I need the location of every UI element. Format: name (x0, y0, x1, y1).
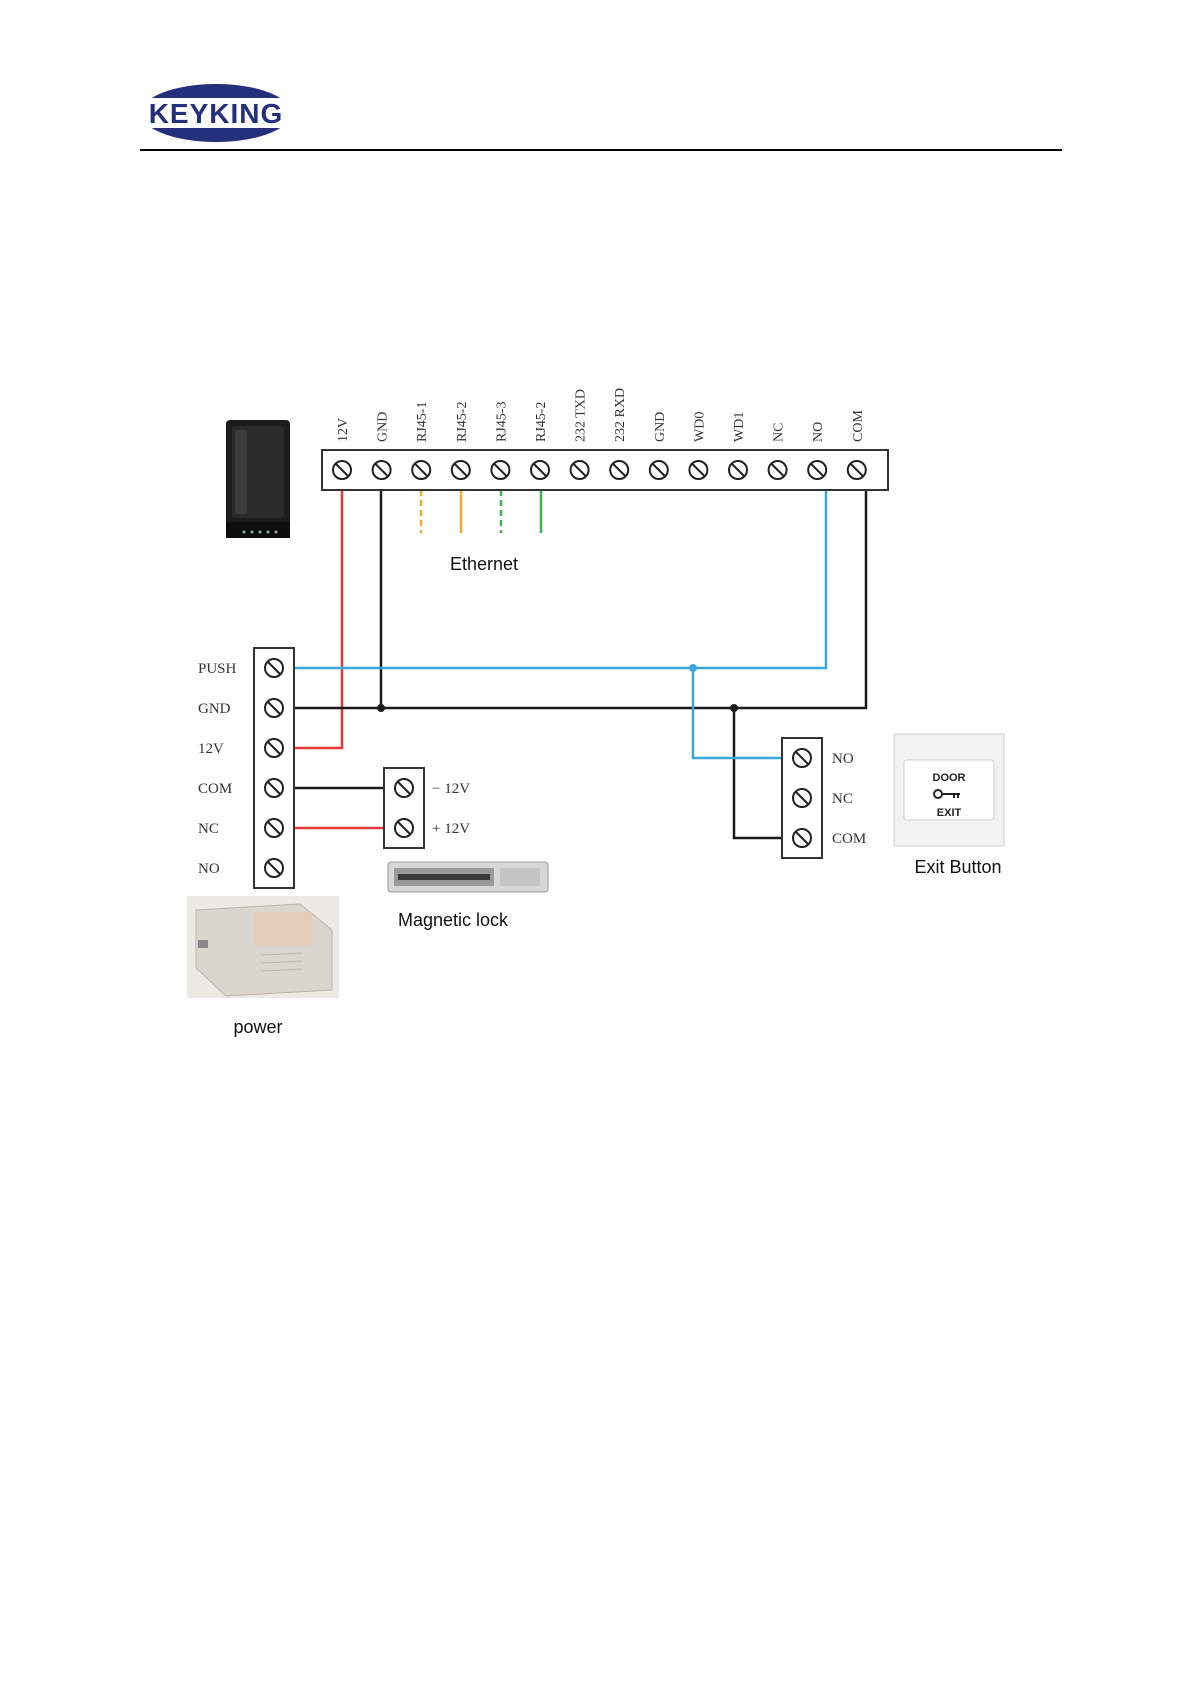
terminal-screw-icon (412, 461, 430, 479)
exit-terminal-block: NO NC COM (782, 738, 866, 858)
wire-exit-com (734, 708, 782, 838)
terminal-screw-icon (265, 859, 283, 877)
terminal-screw-icon (689, 461, 707, 479)
terminal-screw-icon (373, 461, 391, 479)
wire-push-blue (294, 490, 826, 668)
terminal-screw-icon (729, 461, 747, 479)
magnetic-lock-image (388, 862, 548, 892)
terminal-label: COM (832, 831, 866, 847)
exit-face-exit: EXIT (937, 807, 962, 819)
keyking-logo: KEYKING (140, 84, 292, 142)
lock-terminal-block: − 12V + 12V (384, 768, 470, 848)
terminal-label: NO (832, 751, 854, 767)
wire-gnd-bus (381, 490, 866, 708)
terminal-screw-icon (265, 779, 283, 797)
terminal-label: NC (832, 791, 853, 807)
exit-button-label: Exit Button (914, 857, 1001, 877)
terminal-screw-icon (793, 829, 811, 847)
terminal-label: NC (198, 821, 219, 837)
terminal-label: PUSH (198, 661, 237, 677)
terminal-screw-icon (571, 461, 589, 479)
power-terminal-block: PUSH GND 12V COM NC NO (198, 648, 294, 888)
terminal-screw-icon (531, 461, 549, 479)
junction-dot (377, 704, 385, 712)
terminal-screw-icon (610, 461, 628, 479)
terminal-screw-icon (265, 699, 283, 717)
terminal-screw-icon (452, 461, 470, 479)
junction-dot (689, 664, 697, 672)
terminal-label: COM (851, 410, 866, 442)
ethernet-label: Ethernet (450, 554, 518, 574)
wires (294, 490, 866, 838)
terminal-screw-icon (395, 779, 413, 797)
wire-12v-red (294, 490, 342, 748)
header: KEYKING (140, 84, 1062, 150)
terminal-label: GND (376, 412, 391, 442)
exit-face-door: DOOR (933, 772, 966, 784)
terminal-label: COM (198, 781, 232, 797)
terminal-label: 232 RXD (613, 388, 628, 442)
card-reader-image (226, 420, 290, 538)
magnetic-lock-label: Magnetic lock (398, 910, 509, 930)
terminal-label: NO (811, 422, 826, 442)
terminal-label: RJ45-2 (455, 402, 470, 442)
terminal-label: WD1 (732, 412, 747, 442)
terminal-screw-icon (333, 461, 351, 479)
terminal-label: RJ45-1 (415, 402, 430, 442)
terminal-label: GND (198, 701, 231, 717)
terminal-screw-icon (650, 461, 668, 479)
terminal-screw-icon (265, 739, 283, 757)
terminal-screw-icon (265, 819, 283, 837)
logo-text: KEYKING (149, 98, 284, 129)
terminal-screw-icon (395, 819, 413, 837)
terminal-screw-icon (769, 461, 787, 479)
power-label: power (233, 1017, 282, 1037)
terminal-screw-icon (265, 659, 283, 677)
terminal-label: 12V (336, 418, 351, 442)
terminal-screw-icon (793, 749, 811, 767)
terminal-screw-icon (793, 789, 811, 807)
terminal-label: NC (772, 423, 787, 442)
terminal-label: + 12V (432, 821, 470, 837)
terminal-screw-icon (808, 461, 826, 479)
terminal-screw-icon (848, 461, 866, 479)
exit-button-image: DOOR EXIT (894, 734, 1004, 846)
terminal-screw-icon (491, 461, 509, 479)
wire-exit-no (693, 668, 782, 758)
terminal-label: RJ45-2 (534, 402, 549, 442)
terminal-label: − 12V (432, 781, 470, 797)
junction-dot (730, 704, 738, 712)
terminal-label: 12V (198, 741, 224, 757)
terminal-label: WD0 (692, 412, 707, 442)
power-supply-image (187, 896, 339, 998)
terminal-label: GND (653, 412, 668, 442)
terminal-label: RJ45-3 (494, 402, 509, 442)
wire-gnd-black (294, 490, 381, 708)
terminal-label: 232 TXD (574, 389, 589, 442)
terminal-label: NO (198, 861, 220, 877)
controller-terminal-block: 12V GND RJ45-1 RJ45-2 RJ45-3 RJ45-2 232 TXD 232… (322, 388, 888, 490)
